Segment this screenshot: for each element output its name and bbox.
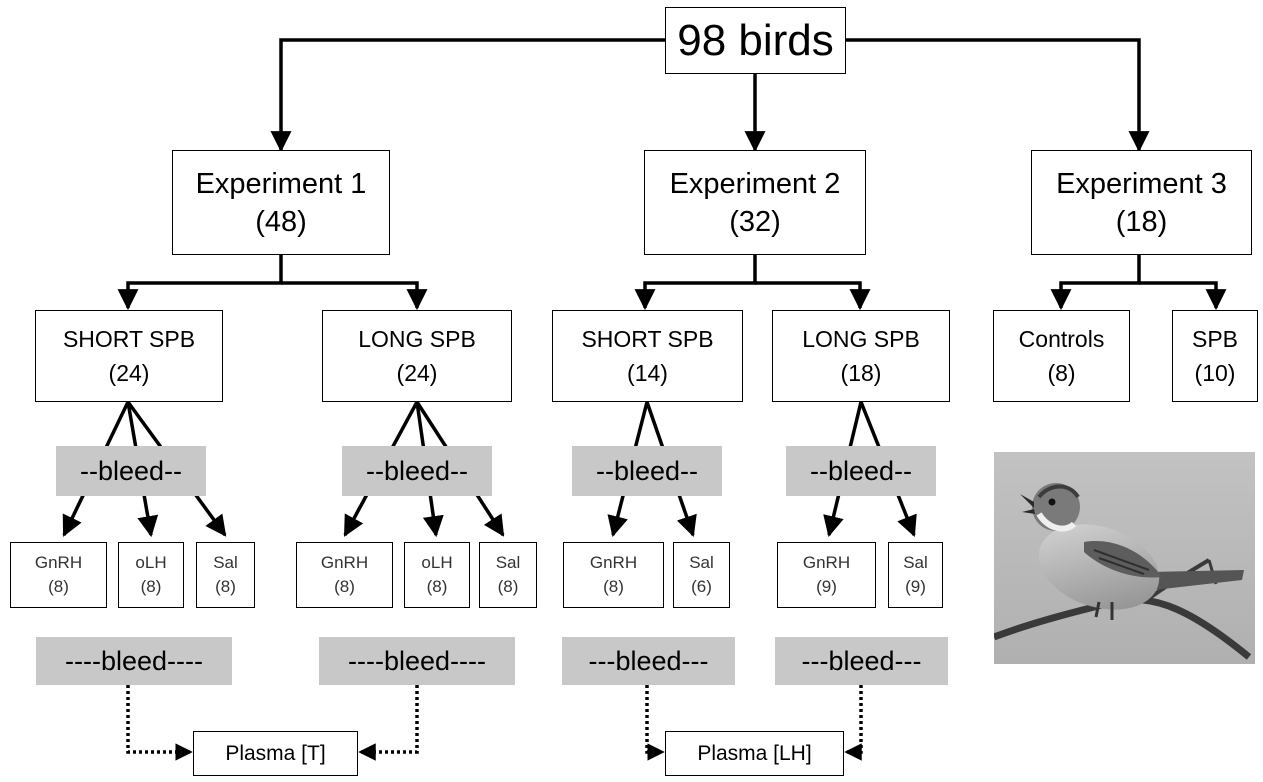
experiment-2-box: Experiment 2 (32) xyxy=(644,150,866,255)
group-title: Controls xyxy=(1018,326,1105,352)
bleed-text: ---bleed--- xyxy=(801,645,922,676)
experiment-title: Experiment 3 xyxy=(1056,167,1227,200)
treatment-count: (9) xyxy=(816,577,837,596)
treatment-count: (8) xyxy=(497,577,519,596)
treatment-box: oLH (8) xyxy=(118,542,184,608)
bird-photo xyxy=(994,452,1255,664)
group-title: SPB xyxy=(1191,326,1239,352)
bleed-label: ----bleed---- xyxy=(36,637,232,685)
plasma-lh-box: Plasma [LH] xyxy=(665,731,844,776)
treatment-box: GnRH (8) xyxy=(10,542,107,608)
treatment-box: Sal (8) xyxy=(196,542,255,608)
treatment-count: (8) xyxy=(426,577,448,596)
treatment-box: Sal (6) xyxy=(673,542,730,608)
dotted-arrow-plasma-t-left xyxy=(126,685,193,761)
experiment-count: (18) xyxy=(1115,205,1168,238)
root-box: 98 birds xyxy=(665,7,846,74)
bleed-label: ---bleed--- xyxy=(775,637,948,685)
treatment-box: GnRH (8) xyxy=(563,542,664,608)
treatment-box: Sal (9) xyxy=(888,542,943,608)
experiment-count: (48) xyxy=(255,205,307,238)
group-spb: SPB (10) xyxy=(1172,310,1258,402)
arrow-exp1-short xyxy=(117,255,283,311)
treatment-box: GnRH (9) xyxy=(777,542,876,608)
group-long-spb-24: LONG SPB (24) xyxy=(322,310,512,402)
experiment-3-box: Experiment 3 (18) xyxy=(1031,150,1252,255)
treatment-title: GnRH xyxy=(589,553,638,572)
group-count: (24) xyxy=(108,360,150,386)
group-title: SHORT SPB xyxy=(62,326,196,352)
dotted-arrow-plasma-lh-right xyxy=(844,685,863,761)
arrow-root-exp1 xyxy=(270,38,665,153)
treatment-box: oLH (8) xyxy=(404,542,470,608)
group-count: (8) xyxy=(1047,360,1076,386)
treatment-box: Sal (8) xyxy=(479,542,537,608)
bleed-text: --bleed-- xyxy=(809,455,913,486)
arrow-exp2-long xyxy=(755,281,871,311)
bleed-label: --bleed-- xyxy=(572,446,722,496)
bleed-label: ----bleed---- xyxy=(319,637,515,685)
dotted-arrow-plasma-lh-left xyxy=(645,685,665,761)
treatment-title: GnRH xyxy=(320,553,369,572)
group-title: LONG SPB xyxy=(358,326,476,352)
group-title: LONG SPB xyxy=(802,326,920,352)
bleed-text: ----bleed---- xyxy=(348,645,486,676)
group-controls: Controls (8) xyxy=(993,310,1130,402)
group-short-spb-14: SHORT SPB (14) xyxy=(552,310,743,402)
group-count: (10) xyxy=(1194,360,1236,386)
treatment-count: (8) xyxy=(140,577,162,596)
experiment-title: Experiment 1 xyxy=(195,167,367,200)
root-label: 98 birds xyxy=(677,15,834,65)
treatment-count: (8) xyxy=(603,577,624,596)
group-title: SHORT SPB xyxy=(581,326,714,352)
bleed-text: ---bleed--- xyxy=(588,645,709,676)
treatment-box: GnRH (8) xyxy=(296,542,393,608)
treatment-count: (8) xyxy=(48,577,69,596)
arrow-root-exp3 xyxy=(846,38,1150,153)
group-count: (24) xyxy=(396,360,438,386)
arrow-exp2-short xyxy=(634,255,757,311)
arrow-exp3-spb xyxy=(1139,281,1227,311)
sparrow-illustration xyxy=(994,452,1255,664)
treatment-title: Sal xyxy=(903,553,928,572)
bleed-label: ---bleed--- xyxy=(562,637,735,685)
bleed-text: ----bleed---- xyxy=(65,645,203,676)
experiment-1-box: Experiment 1 (48) xyxy=(172,150,390,255)
bleed-text: --bleed-- xyxy=(595,455,699,486)
treatment-title: oLH xyxy=(135,553,167,572)
bleed-label: --bleed-- xyxy=(786,446,936,496)
arrow-exp1-long xyxy=(281,281,428,311)
treatment-count: (6) xyxy=(691,577,712,596)
treatment-title: GnRH xyxy=(34,553,83,572)
treatment-title: Sal xyxy=(213,553,238,572)
treatment-count: (8) xyxy=(215,577,236,596)
experiment-count: (32) xyxy=(729,205,781,238)
treatment-title: GnRH xyxy=(802,553,851,572)
dotted-arrow-plasma-t-right xyxy=(358,685,419,761)
arrow-exp3-controls xyxy=(1050,255,1141,311)
group-short-spb-24: SHORT SPB (24) xyxy=(35,310,223,402)
group-count: (14) xyxy=(627,360,668,386)
treatment-title: oLH xyxy=(421,553,453,572)
group-long-spb-18: LONG SPB (18) xyxy=(772,310,950,402)
treatment-count: (9) xyxy=(905,577,926,596)
treatment-count: (8) xyxy=(334,577,355,596)
bleed-label: --bleed-- xyxy=(342,446,492,496)
plasma-label: Plasma [T] xyxy=(225,741,326,765)
treatment-title: Sal xyxy=(495,553,521,572)
bleed-text: --bleed-- xyxy=(365,455,469,486)
bleed-label: --bleed-- xyxy=(56,446,206,496)
bleed-text: --bleed-- xyxy=(79,455,183,486)
group-count: (18) xyxy=(840,360,882,386)
plasma-t-box: Plasma [T] xyxy=(193,731,358,776)
plasma-label: Plasma [LH] xyxy=(697,741,812,765)
treatment-title: Sal xyxy=(689,553,714,572)
experiment-title: Experiment 2 xyxy=(669,167,841,200)
